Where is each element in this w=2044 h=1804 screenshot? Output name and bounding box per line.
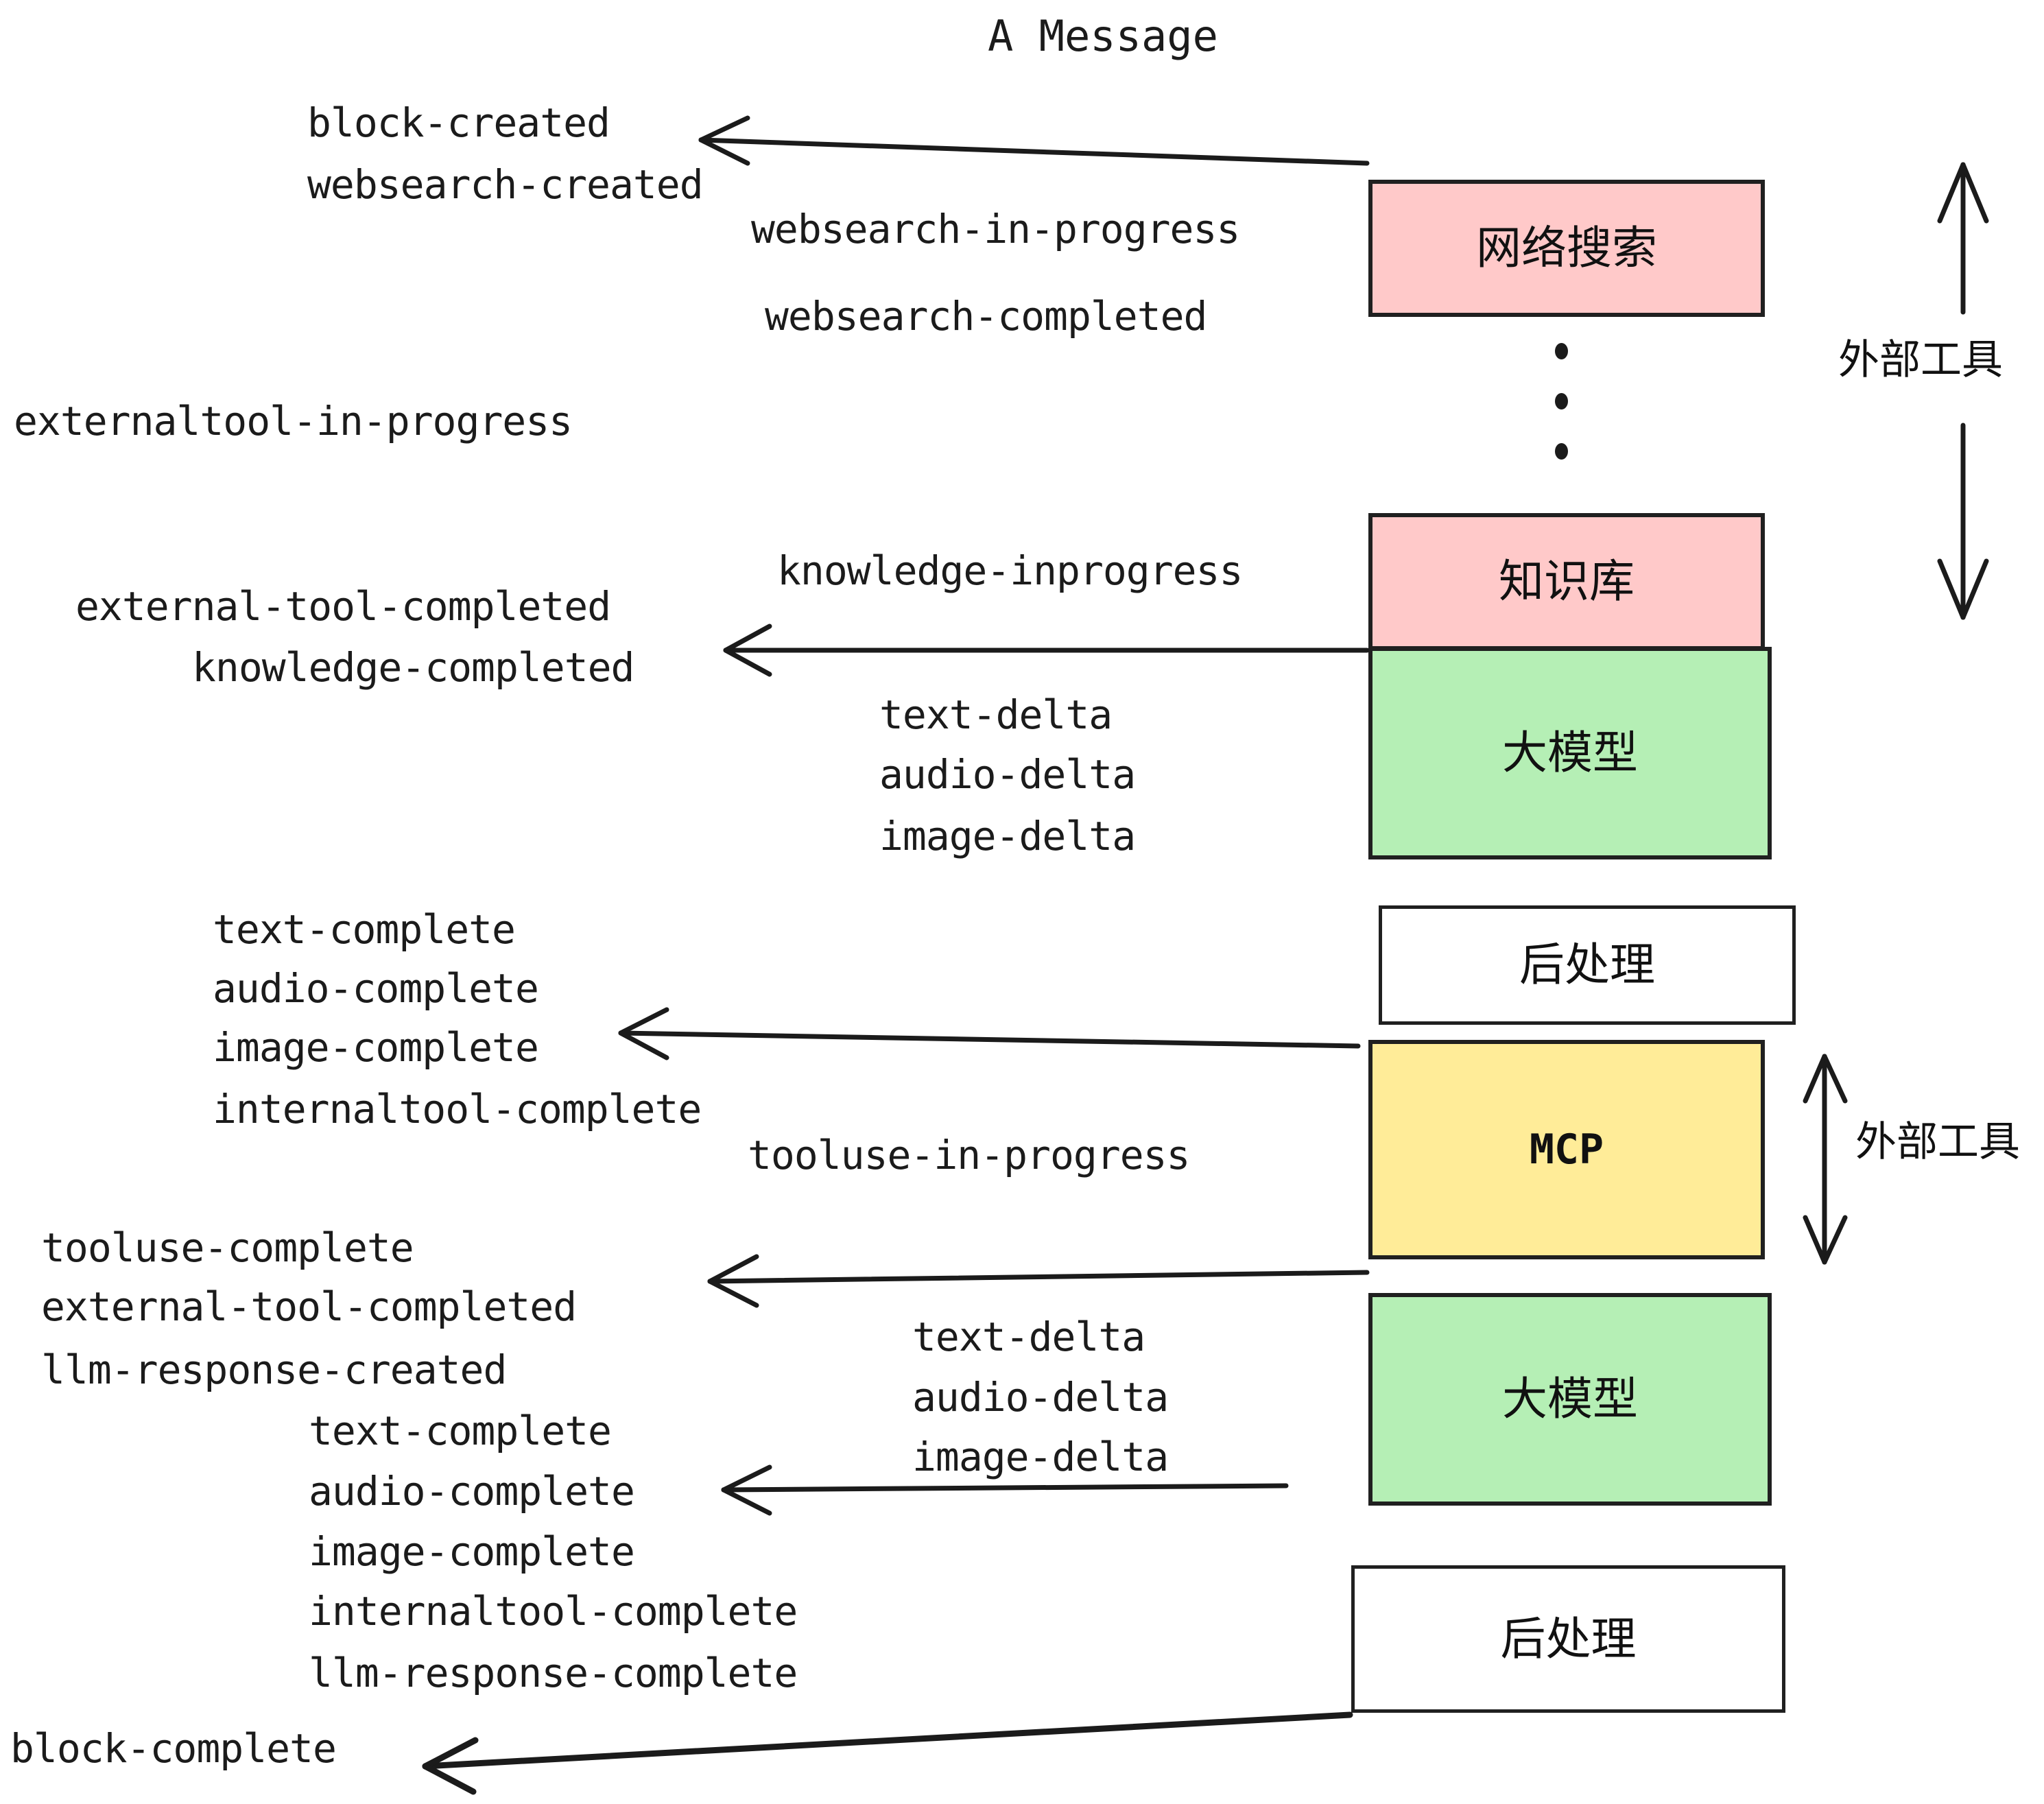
event-internaltool-complete-2: internaltool-complete bbox=[309, 1588, 798, 1635]
event-image-delta-1: image-delta bbox=[879, 813, 1136, 859]
node-postprocess-2-label: 后处理 bbox=[1500, 1612, 1637, 1665]
event-audio-complete-2: audio-complete bbox=[309, 1468, 635, 1515]
page-title: A Message bbox=[988, 11, 1218, 61]
event-llm-response-created: llm-response-created bbox=[41, 1346, 507, 1393]
event-websearch-in-progress: websearch-in-progress bbox=[751, 206, 1240, 252]
event-externaltool-in-progress: externaltool-in-progress bbox=[14, 398, 573, 444]
node-llm-1[interactable]: 大模型 bbox=[1368, 647, 1772, 859]
arrow-postprocess1-to-image-complete bbox=[618, 1007, 1361, 1060]
event-image-delta-2: image-delta bbox=[912, 1434, 1169, 1480]
event-external-tool-completed-1: external-tool-completed bbox=[75, 583, 611, 630]
event-tooluse-complete: tooluse-complete bbox=[41, 1224, 414, 1271]
event-llm-response-complete: llm-response-complete bbox=[309, 1650, 798, 1696]
arrow-postprocess2-to-block-complete bbox=[422, 1711, 1353, 1795]
ellipsis-dot bbox=[1554, 393, 1568, 410]
node-mcp[interactable]: MCP bbox=[1368, 1040, 1765, 1259]
side-label-external-tool-top: 外部工具 bbox=[1838, 336, 2003, 384]
event-audio-delta-2: audio-delta bbox=[912, 1374, 1169, 1421]
side-label-external-tool-bottom: 外部工具 bbox=[1855, 1118, 2020, 1166]
event-text-complete-1: text-complete bbox=[213, 906, 516, 953]
ellipsis-dot bbox=[1554, 343, 1568, 359]
event-tooluse-in-progress: tooluse-in-progress bbox=[748, 1132, 1190, 1178]
arrow-external-tool-bottom-down bbox=[1803, 1163, 1848, 1265]
arrow-mcp-to-tooluse-complete bbox=[707, 1254, 1370, 1308]
node-llm-2[interactable]: 大模型 bbox=[1368, 1293, 1772, 1506]
node-llm-2-label: 大模型 bbox=[1502, 1373, 1638, 1425]
event-text-delta-1: text-delta bbox=[879, 691, 1113, 738]
event-knowledge-inprogress: knowledge-inprogress bbox=[777, 547, 1243, 594]
event-audio-complete-1: audio-complete bbox=[213, 965, 539, 1012]
node-postprocess-1-label: 后处理 bbox=[1519, 938, 1655, 991]
event-audio-delta-1: audio-delta bbox=[879, 751, 1136, 798]
node-knowledge-label: 知识库 bbox=[1499, 555, 1635, 608]
arrow-external-tool-bottom-up bbox=[1803, 1054, 1848, 1176]
node-postprocess-2[interactable]: 后处理 bbox=[1351, 1565, 1785, 1713]
event-knowledge-completed: knowledge-completed bbox=[192, 644, 634, 691]
ellipsis-dot bbox=[1554, 443, 1568, 460]
node-mcp-label: MCP bbox=[1529, 1126, 1604, 1174]
event-websearch-created: websearch-created bbox=[307, 161, 704, 208]
arrow-external-tool-top-down bbox=[1937, 423, 1989, 620]
event-internaltool-complete-1: internaltool-complete bbox=[213, 1086, 702, 1132]
event-image-complete-2: image-complete bbox=[309, 1528, 635, 1575]
node-websearch[interactable]: 网络搜索 bbox=[1368, 180, 1765, 317]
arrow-knowledge-to-completed bbox=[723, 624, 1370, 677]
event-image-complete-1: image-complete bbox=[213, 1024, 539, 1071]
event-external-tool-completed-2: external-tool-completed bbox=[41, 1283, 577, 1330]
node-llm-1-label: 大模型 bbox=[1502, 726, 1638, 779]
node-knowledge[interactable]: 知识库 bbox=[1368, 513, 1765, 650]
event-text-delta-2: text-delta bbox=[912, 1314, 1145, 1360]
arrow-websearch-to-block-created bbox=[698, 115, 1370, 166]
ellipsis-dots bbox=[1554, 343, 1569, 460]
event-websearch-completed: websearch-completed bbox=[765, 293, 1207, 340]
event-text-complete-2: text-complete bbox=[309, 1408, 612, 1454]
node-websearch-label: 网络搜索 bbox=[1476, 222, 1657, 274]
node-postprocess-1[interactable]: 后处理 bbox=[1379, 905, 1796, 1025]
event-block-complete: block-complete bbox=[10, 1725, 337, 1772]
event-block-created: block-created bbox=[307, 99, 610, 146]
arrow-external-tool-top-up bbox=[1937, 162, 1989, 315]
